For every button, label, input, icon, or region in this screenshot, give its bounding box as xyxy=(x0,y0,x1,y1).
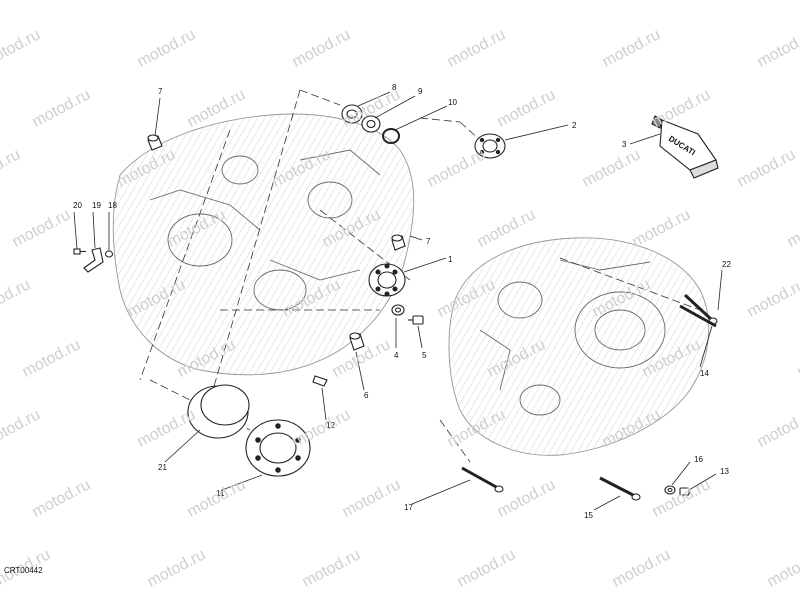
callout-4: 4 xyxy=(394,351,399,360)
washer-part-16 xyxy=(664,485,676,495)
callout-12: 12 xyxy=(326,421,335,430)
callout-15: 15 xyxy=(584,511,593,520)
pin-part-12 xyxy=(312,375,328,387)
callout-16: 16 xyxy=(694,455,703,464)
callout-22: 22 xyxy=(722,260,731,269)
callout-10: 10 xyxy=(448,98,457,107)
callout-18: 18 xyxy=(108,201,117,210)
callout-5: 5 xyxy=(422,351,427,360)
bolt-part-15 xyxy=(599,476,641,501)
bearing-part-9 xyxy=(361,115,381,133)
leader-lines xyxy=(73,91,723,511)
callout-3: 3 xyxy=(622,140,627,149)
callout-13: 13 xyxy=(720,467,729,476)
callout-6: 6 xyxy=(364,391,369,400)
callout-8: 8 xyxy=(392,83,397,92)
right-crankcase-half xyxy=(448,237,710,456)
bolt-part-17 xyxy=(461,466,504,493)
o-ring-part-18 xyxy=(104,250,114,258)
sleeve-part-21 xyxy=(187,384,250,439)
callout-7: 7 xyxy=(426,237,431,246)
grease-tube-part-3: DUCATI xyxy=(651,115,719,179)
callout-19: 19 xyxy=(92,201,101,210)
screw-part-13 xyxy=(679,487,690,496)
callout-14: 14 xyxy=(700,369,709,378)
callout-9: 9 xyxy=(418,87,423,96)
bearing-part-11 xyxy=(245,419,311,477)
callout-21: 21 xyxy=(158,463,167,472)
drawing-code: CRT00442 xyxy=(4,566,43,575)
callout-20: 20 xyxy=(73,201,82,210)
callout-2: 2 xyxy=(572,121,577,130)
parts: DUCATI xyxy=(73,104,719,501)
washer-part-4 xyxy=(391,304,405,316)
screw-part-5 xyxy=(408,315,424,325)
screw-part-20 xyxy=(73,248,86,255)
callout-1: 1 xyxy=(448,255,453,264)
plug-part-6 xyxy=(349,332,365,351)
dowel-pin-part-7-lower xyxy=(391,234,406,251)
callout-17: 17 xyxy=(404,503,413,512)
dowel-pin-part-7-upper xyxy=(147,134,163,151)
bearing-part-1 xyxy=(368,263,406,297)
bracket-part-19 xyxy=(83,247,104,273)
callout-7: 7 xyxy=(158,87,163,96)
bearing-part-2 xyxy=(474,133,506,159)
circlip-part-10 xyxy=(382,128,400,144)
bolt-part-22 xyxy=(679,304,717,328)
callout-11: 11 xyxy=(216,489,225,498)
seal-part-8 xyxy=(341,104,363,124)
left-crankcase-half xyxy=(112,113,415,376)
